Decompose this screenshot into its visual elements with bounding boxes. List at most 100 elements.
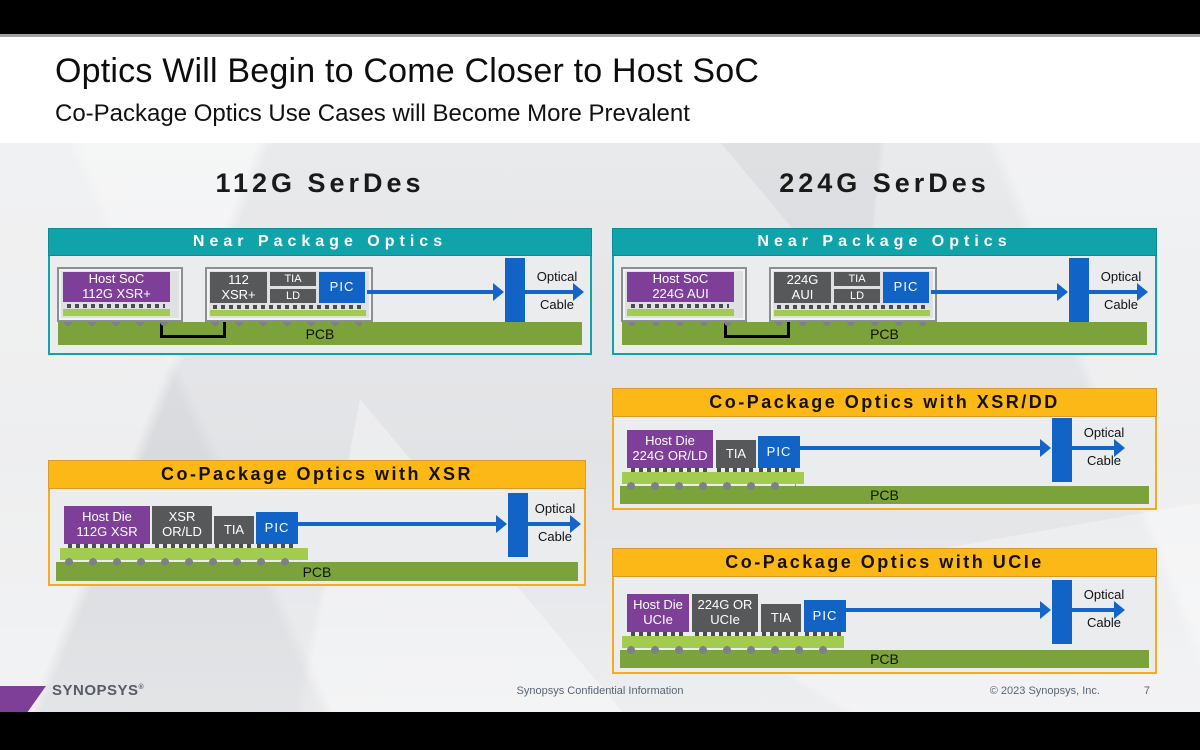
tia-chip: TIA [834, 272, 880, 286]
optical-signal-arrow [367, 283, 504, 301]
solder-balls [774, 317, 926, 327]
micro-bumps [215, 544, 253, 548]
optical-engine-package: 112 XSR+ TIA LD PIC [205, 267, 373, 322]
chip-label-line1: Host SoC [88, 271, 145, 287]
optical-cable-label: Optical [534, 501, 576, 516]
signal-trace [160, 318, 226, 338]
pic-chip: PIC [319, 272, 365, 303]
chip-label: PIC [264, 519, 290, 535]
letterbox-top [0, 0, 1200, 37]
xsr-orld-chip: XSR OR/LD [152, 506, 212, 544]
host-soc-chip: Host SoC 224G AUI [627, 271, 734, 302]
micro-bumps [762, 632, 800, 636]
pcb-label: PCB [870, 651, 899, 667]
chip-label: TIA [848, 272, 866, 285]
host-package: Host SoC 112G XSR+ [57, 267, 183, 322]
chip-label: TIA [770, 609, 792, 625]
optical-connector [508, 493, 528, 557]
ld-chip: LD [834, 289, 880, 303]
optical-signal-arrow [298, 515, 507, 533]
diagram-co-package-optics-xsrdd: Co-Package Optics with XSR/DD PCB Host D… [612, 388, 1157, 510]
optical-signal-arrow [846, 601, 1051, 619]
pic-chip: PIC [883, 272, 929, 303]
chip-label-line2: XSR+ [221, 286, 256, 302]
diagram-header-label: Co-Package Optics with XSR/DD [709, 392, 1060, 412]
package-substrate [210, 310, 366, 316]
optical-cable-label: Cable [538, 529, 572, 544]
micro-bumps [257, 544, 297, 548]
diagram-header: Near Package Optics [48, 228, 592, 256]
title-band [0, 37, 1200, 143]
serdes-chip: 224G AUI [774, 272, 831, 303]
diagram-header-label: Near Package Optics [192, 233, 448, 250]
micro-bumps [777, 305, 927, 309]
slide-title: Optics Will Begin to Come Closer to Host… [55, 52, 760, 90]
diagram-header-label: Co-Package Optics with XSR [160, 464, 474, 484]
tia-chip: TIA [270, 272, 316, 286]
pcb-label: PCB [870, 325, 899, 342]
package-substrate [774, 310, 930, 316]
optical-cable-label: Cable [1087, 615, 1121, 630]
optical-connector [1052, 580, 1072, 644]
optical-connector [1052, 418, 1072, 482]
footer-confidential: Synopsys Confidential Information [516, 685, 684, 697]
optical-cable-arrow [1072, 601, 1125, 619]
ucie-serdes-chip: 224G OR UCIe [692, 594, 758, 632]
optical-signal-arrow [800, 439, 1051, 457]
chip-label-line2: UCIe [710, 612, 740, 627]
host-die-chip: Host Die 224G OR/LD [627, 430, 713, 468]
solder-balls [626, 481, 796, 491]
chip-label: LD [285, 289, 301, 302]
chip-label: TIA [725, 445, 747, 461]
host-die-chip: Host Die 112G XSR [64, 506, 150, 544]
optical-engine-package: 224G AUI TIA LD PIC [769, 267, 937, 322]
synopsys-logo-text: synopsys [52, 682, 139, 699]
micro-bumps [155, 544, 209, 548]
chip-label-line1: XSR [168, 509, 196, 525]
tia-chip: TIA [716, 440, 756, 468]
chip-label-line1: 112 [228, 271, 249, 287]
diagram-co-package-optics-xsr: Co-Package Optics with XSR PCB Host Die … [48, 460, 586, 586]
chip-label-line1: Host Die [82, 509, 132, 525]
chip-label-line1: Host Die [645, 433, 695, 449]
micro-bumps [631, 468, 709, 472]
host-die-chip: Host Die UCIe [627, 594, 689, 632]
chip-label-line2: 224G OR/LD [632, 448, 708, 463]
letterbox-bottom [0, 712, 1200, 750]
chip-label: PIC [893, 279, 919, 295]
micro-bumps [631, 304, 729, 308]
diagram-header: Near Package Optics [612, 228, 1157, 256]
optical-cable-arrow [1072, 439, 1125, 457]
diagram-header-label: Co-Package Optics with UCIe [725, 552, 1044, 572]
tia-chip: TIA [761, 604, 801, 632]
pcb-label: PCB [870, 487, 899, 503]
ld-chip: LD [270, 289, 316, 303]
chip-label: PIC [812, 607, 838, 623]
optical-cable-label: Optical [1083, 587, 1125, 602]
pic-chip: PIC [758, 436, 800, 468]
chip-label: TIA [284, 272, 302, 285]
micro-bumps [67, 304, 165, 308]
chip-label-line2: 112G XSR [76, 524, 138, 539]
diagram-near-package-optics-224g: Near Package Optics PCB Host SoC 224G AU… [612, 228, 1157, 355]
micro-bumps [68, 544, 146, 548]
diagram-header-label: Near Package Optics [757, 233, 1012, 250]
solder-balls [63, 317, 173, 327]
chip-label: TIA [223, 521, 245, 537]
micro-bumps [631, 632, 685, 636]
chip-label-line1: Host Die [633, 597, 683, 613]
pic-chip: PIC [256, 512, 298, 544]
micro-bumps [805, 632, 845, 636]
chip-label-line1: 224G [786, 271, 819, 287]
optical-cable-label: Optical [1083, 425, 1125, 440]
micro-bumps [717, 468, 755, 472]
optical-cable-label: Cable [540, 297, 574, 312]
registered-mark: ® [138, 684, 145, 691]
slide-subtitle: Co-Package Optics Use Cases will Become … [55, 100, 690, 127]
micro-bumps [695, 632, 755, 636]
chip-label-line1: Host SoC [652, 271, 709, 287]
chip-label-line2: UCIe [643, 612, 673, 627]
optical-cable-label: Optical [1100, 269, 1142, 284]
pcb-bar: PCB [58, 322, 582, 345]
solder-balls [626, 645, 832, 655]
